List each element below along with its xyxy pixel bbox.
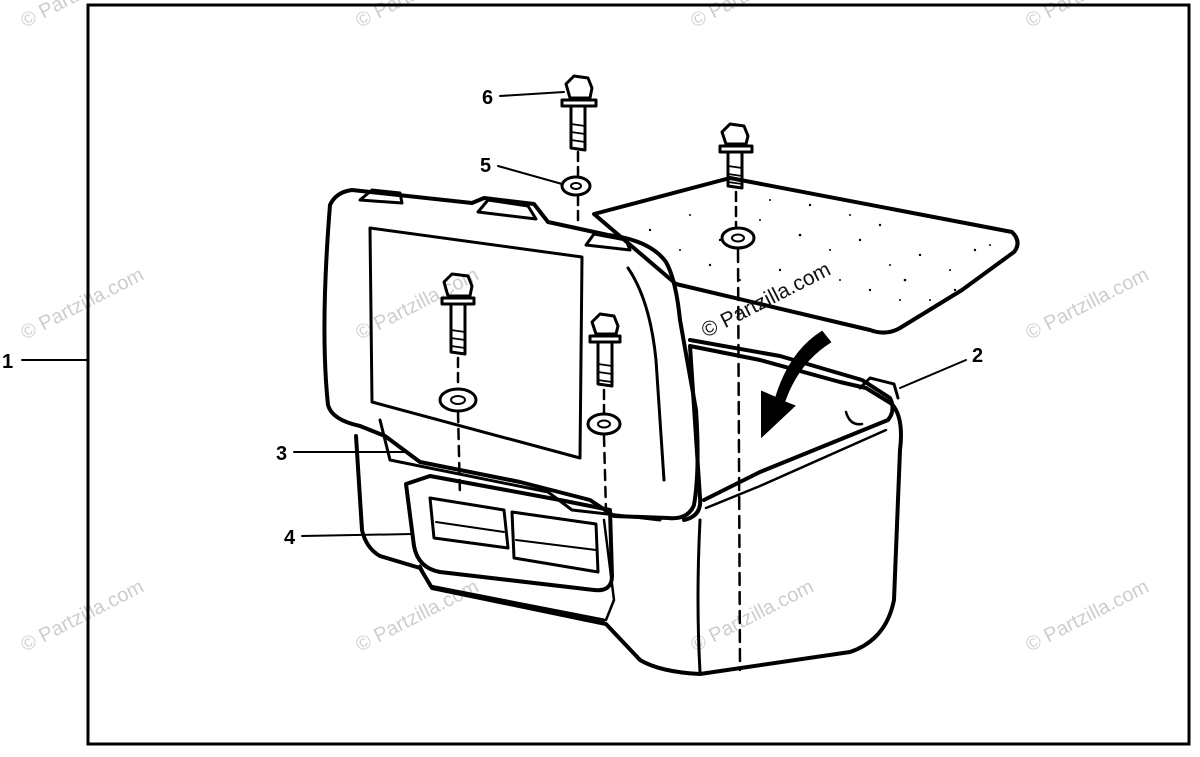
trunk-mat [592, 176, 1020, 439]
callout-label-1: 1 [2, 351, 13, 373]
mat-texture [648, 199, 991, 301]
bolt-lid-left [438, 272, 478, 413]
callout-label-4: 4 [284, 527, 296, 549]
callout-4: 4 [284, 527, 413, 549]
callout-2: 2 [899, 345, 983, 389]
callout-5: 5 [480, 155, 563, 185]
diagram-frame [86, 3, 1191, 746]
callout-label-2: 2 [972, 345, 983, 367]
watermark: © Partzilla.com [17, 264, 147, 345]
callout-1: 1 [2, 351, 89, 373]
callout-3: 3 [276, 443, 407, 465]
washer-5 [560, 175, 592, 197]
callout-label-3: 3 [276, 443, 287, 465]
trunk-body [354, 338, 903, 676]
callout-label-6: 6 [482, 87, 493, 109]
watermark: © Partzilla.com [17, 576, 147, 657]
trunk-lid [322, 188, 700, 522]
tail-lamp [404, 474, 614, 593]
callout-6: 6 [482, 87, 565, 109]
install-arrow-icon [761, 330, 832, 439]
callout-label-5: 5 [480, 155, 491, 177]
watermark: © Partzilla.com [687, 576, 817, 657]
watermark: © Partzilla.com [1022, 576, 1152, 657]
bolt-lid-right [586, 312, 622, 436]
watermark: © Partzilla.com [352, 576, 482, 657]
watermark: © Partzilla.com [698, 258, 835, 343]
bolt-right [718, 122, 756, 250]
fasteners [438, 74, 756, 672]
bolt-6 [560, 74, 598, 152]
watermark: © Partzilla.com [1022, 264, 1152, 345]
